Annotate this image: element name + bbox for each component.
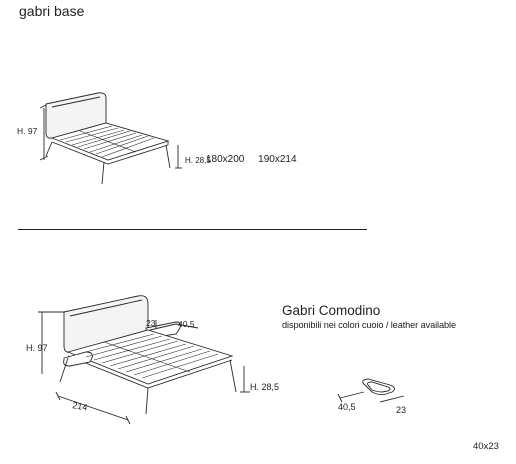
size-option: 180x200 bbox=[206, 154, 245, 165]
bed-large-width-label: 214 bbox=[72, 400, 89, 412]
comodino-width-label: 40,5 bbox=[338, 402, 356, 412]
comodino-subtitle: disponibili nei colori cuoio / leather a… bbox=[282, 320, 456, 330]
bed-small-leg-height-label: H. 28,5 bbox=[185, 156, 211, 165]
section-divider bbox=[18, 229, 367, 230]
comodino-depth-label-small: 23 bbox=[146, 318, 156, 328]
comodino-size: 40x23 bbox=[473, 441, 499, 452]
size-option: 190x214 bbox=[258, 154, 297, 165]
comodino-depth-label: 23 bbox=[396, 405, 406, 415]
bed-large-leg-height-label: H. 28,5 bbox=[250, 382, 279, 392]
comodino-title: Gabri Comodino bbox=[282, 303, 381, 318]
bed-sizes: 180x200 190x214 bbox=[206, 154, 308, 165]
bed-small-height-label: H. 97 bbox=[17, 126, 38, 136]
comodino-width-label-small: 40,5 bbox=[178, 319, 195, 329]
page-title: gabri base bbox=[19, 3, 85, 19]
bed-large-height-label: H. 97 bbox=[26, 343, 48, 353]
